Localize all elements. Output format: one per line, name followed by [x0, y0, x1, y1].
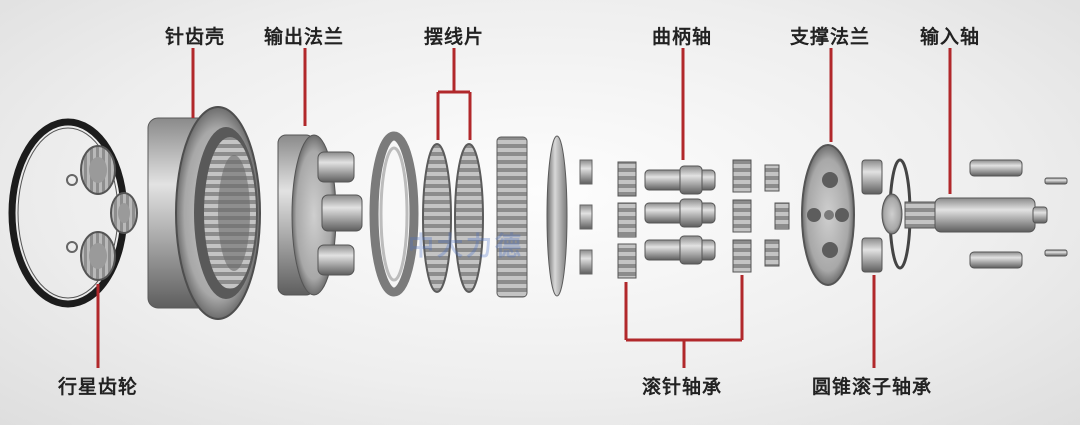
- crankshafts: [644, 165, 716, 265]
- label-output-flange: 输出法兰: [264, 26, 345, 48]
- support-flange: [801, 144, 855, 286]
- end-plate: [546, 135, 568, 297]
- tapered-roller-bearings-large: [861, 159, 883, 273]
- label-crankshaft: 曲柄轴: [652, 26, 713, 48]
- main-bearing: [369, 131, 419, 297]
- small-bushings: [579, 159, 593, 275]
- needle-bearings-right: [732, 159, 752, 273]
- label-pin-gear-housing: 针齿壳: [165, 26, 226, 48]
- needle-bearings-left: [617, 161, 637, 279]
- label-support-flange: 支撑法兰: [790, 26, 871, 48]
- watermark: 中大力德: [408, 232, 525, 262]
- label-input-shaft: 输入轴: [920, 26, 981, 48]
- label-needle-bearing: 滚针轴承: [642, 376, 723, 398]
- label-cycloid-disc: 摆线片: [424, 26, 485, 48]
- small-shafts: [969, 159, 1068, 269]
- cycloid-discs: [422, 143, 484, 293]
- planet-gears: [66, 145, 138, 281]
- input-shaft: [881, 193, 1048, 235]
- pin-gear-housing: [147, 106, 261, 320]
- label-tapered-roller-bearing: 圆锥滚子轴承: [812, 376, 933, 398]
- output-flange: [277, 134, 363, 296]
- gear-disc: [496, 136, 528, 298]
- tapered-roller-bearings-small: [764, 164, 790, 267]
- label-planet-gear: 行星齿轮: [58, 376, 139, 398]
- leader-lines: [96, 48, 952, 368]
